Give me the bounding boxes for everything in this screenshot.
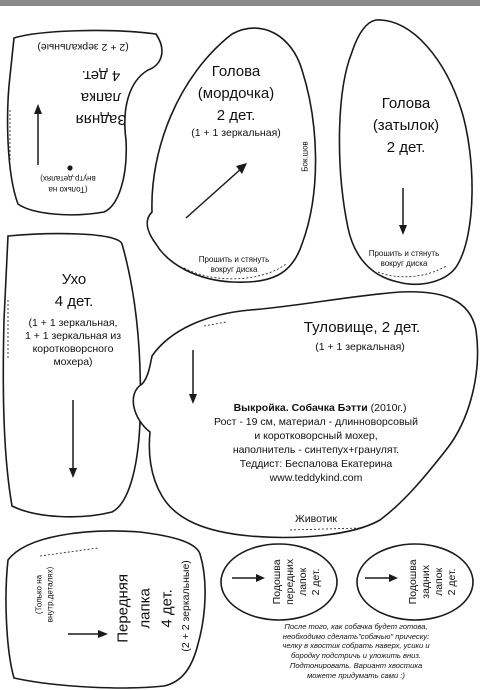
front-sole-line4: 2 дет.	[310, 568, 323, 596]
torso-title: Туловище, 2 дет.	[303, 319, 421, 336]
hind-paw-outline	[6, 29, 163, 216]
head-muzzle-seam-mark	[183, 263, 287, 280]
note-line3: челку в хвостик собрать наверх, усики и	[282, 641, 430, 651]
hind-paw-title-line2: лапка	[80, 88, 122, 106]
head-muzzle-count: 2 дет.	[216, 107, 256, 124]
ear-outline	[2, 232, 142, 518]
torso-outline	[132, 290, 479, 539]
head-muzzle-arrow-head	[236, 163, 247, 174]
hind-paw-arrow-head	[34, 104, 42, 114]
head-back-outline	[338, 19, 473, 286]
note-line1: После того, как собачка будет готова,	[284, 622, 428, 631]
torso-arrow-head	[189, 394, 197, 404]
torso-belly-label: Животик	[295, 513, 337, 525]
note-line2: необходимо сделать"собачью" прическу:	[282, 631, 430, 641]
top-strip	[0, 0, 480, 6]
ear-count: 4 дет.	[54, 293, 94, 310]
head-muzzle-side-seam: Бок.шов	[300, 141, 310, 172]
head-muzzle-title-line1: Голова	[211, 63, 261, 80]
hind-paw-count: 4 дет.	[81, 66, 121, 84]
front-paw-outline	[5, 530, 206, 689]
hind-paw-inside-line2: внутр.деталях)	[40, 173, 96, 183]
note-line4: бородку подстричь и уложить вниз.	[290, 651, 421, 661]
head-back-sew-line1: Прошить и стянуть	[368, 249, 440, 258]
torso-pattern-title: Выкройка. Собачка Бэтти	[233, 402, 368, 414]
ear-line5: коротковорсного	[32, 343, 114, 355]
torso-desc1: Рост - 19 см, материал - длинноворсовый	[214, 416, 418, 428]
torso-site: www.teddykind.com	[269, 472, 363, 484]
hind-paw-title-line1: Задняя	[75, 110, 127, 128]
head-back-arrow-head	[399, 225, 407, 235]
head-muzzle-title-line2: (мордочка)	[197, 85, 275, 102]
note-line6: можете придумать сами :)	[307, 670, 405, 680]
torso-desc3: наполнитель - синтепух+гранулят.	[232, 444, 400, 456]
note-line5: Подтонировать. Вариант хвостика	[289, 660, 423, 670]
head-muzzle-sew-line1: Прошить и стянуть	[198, 255, 270, 264]
torso-author: Теддист: Беспалова Екатерина	[239, 458, 393, 470]
ear-title: Ухо	[61, 271, 87, 288]
ear-arrow-head	[69, 468, 77, 478]
head-back-count: 2 дет.	[386, 139, 426, 156]
front-paw-title-line1: Передняя	[114, 574, 132, 643]
hind-paw-inside-line1: (Только на	[48, 184, 88, 194]
hind-sole-line3: лапок	[433, 567, 446, 596]
hind-sole-line2: задних	[420, 565, 433, 599]
torso-pattern-line: Выкройка. Собачка Бэтти (2010г.)	[206, 402, 434, 415]
torso-desc2: и коротковорсный мохер,	[254, 430, 378, 442]
front-paw-arrow-head	[98, 630, 108, 638]
head-back-sew-line2: вокруг диска	[380, 259, 428, 268]
head-muzzle-outline	[146, 27, 317, 284]
hind-paw-dot	[67, 165, 73, 171]
head-muzzle-mirror: (1 + 1 зеркальная)	[191, 127, 281, 139]
head-muzzle-sew-line2: вокруг диска	[210, 265, 258, 274]
torso-mirror: (1 + 1 зеркальная)	[315, 341, 405, 353]
front-sole-arrow-head	[256, 574, 265, 582]
hind-sole-line1: Подошва	[407, 559, 420, 605]
ear-line3: (1 + 1 зеркальная,	[28, 317, 118, 329]
hind-paw-mirror: (2 + 2 зеркальные)	[37, 40, 129, 53]
front-paw-mirror: (2 + 2 зеркальные)	[180, 560, 193, 652]
front-sole-line3: лапок	[297, 567, 310, 596]
front-sole-line1: Подошва	[271, 559, 284, 605]
finishing-note: После того, как собачка будет готова, не…	[238, 622, 474, 680]
front-paw-title-line2: лапка	[136, 588, 154, 629]
hind-sole-outline	[356, 543, 474, 621]
front-paw-inner-mark	[39, 547, 99, 557]
front-paw-inside-line1: (Только на	[34, 574, 44, 615]
head-back-title-line1: Голова	[381, 95, 431, 112]
ear-line6: мохера)	[53, 356, 93, 368]
front-paw-count: 4 дет.	[158, 589, 176, 628]
front-paw-inside-line2: внутр.деталях)	[45, 566, 55, 623]
front-sole-line2: передних	[284, 558, 297, 605]
head-back-title-line2: (затылок)	[372, 117, 440, 134]
ear-line4: 1 + 1 зеркальная из	[24, 330, 122, 342]
torso-pattern-year: (2010г.)	[367, 402, 407, 414]
hind-sole-arrow-head	[389, 574, 398, 582]
front-sole-outline	[220, 543, 338, 621]
head-muzzle-grain-arrow	[185, 167, 243, 219]
hind-sole-line4: 2 дет.	[446, 568, 459, 596]
